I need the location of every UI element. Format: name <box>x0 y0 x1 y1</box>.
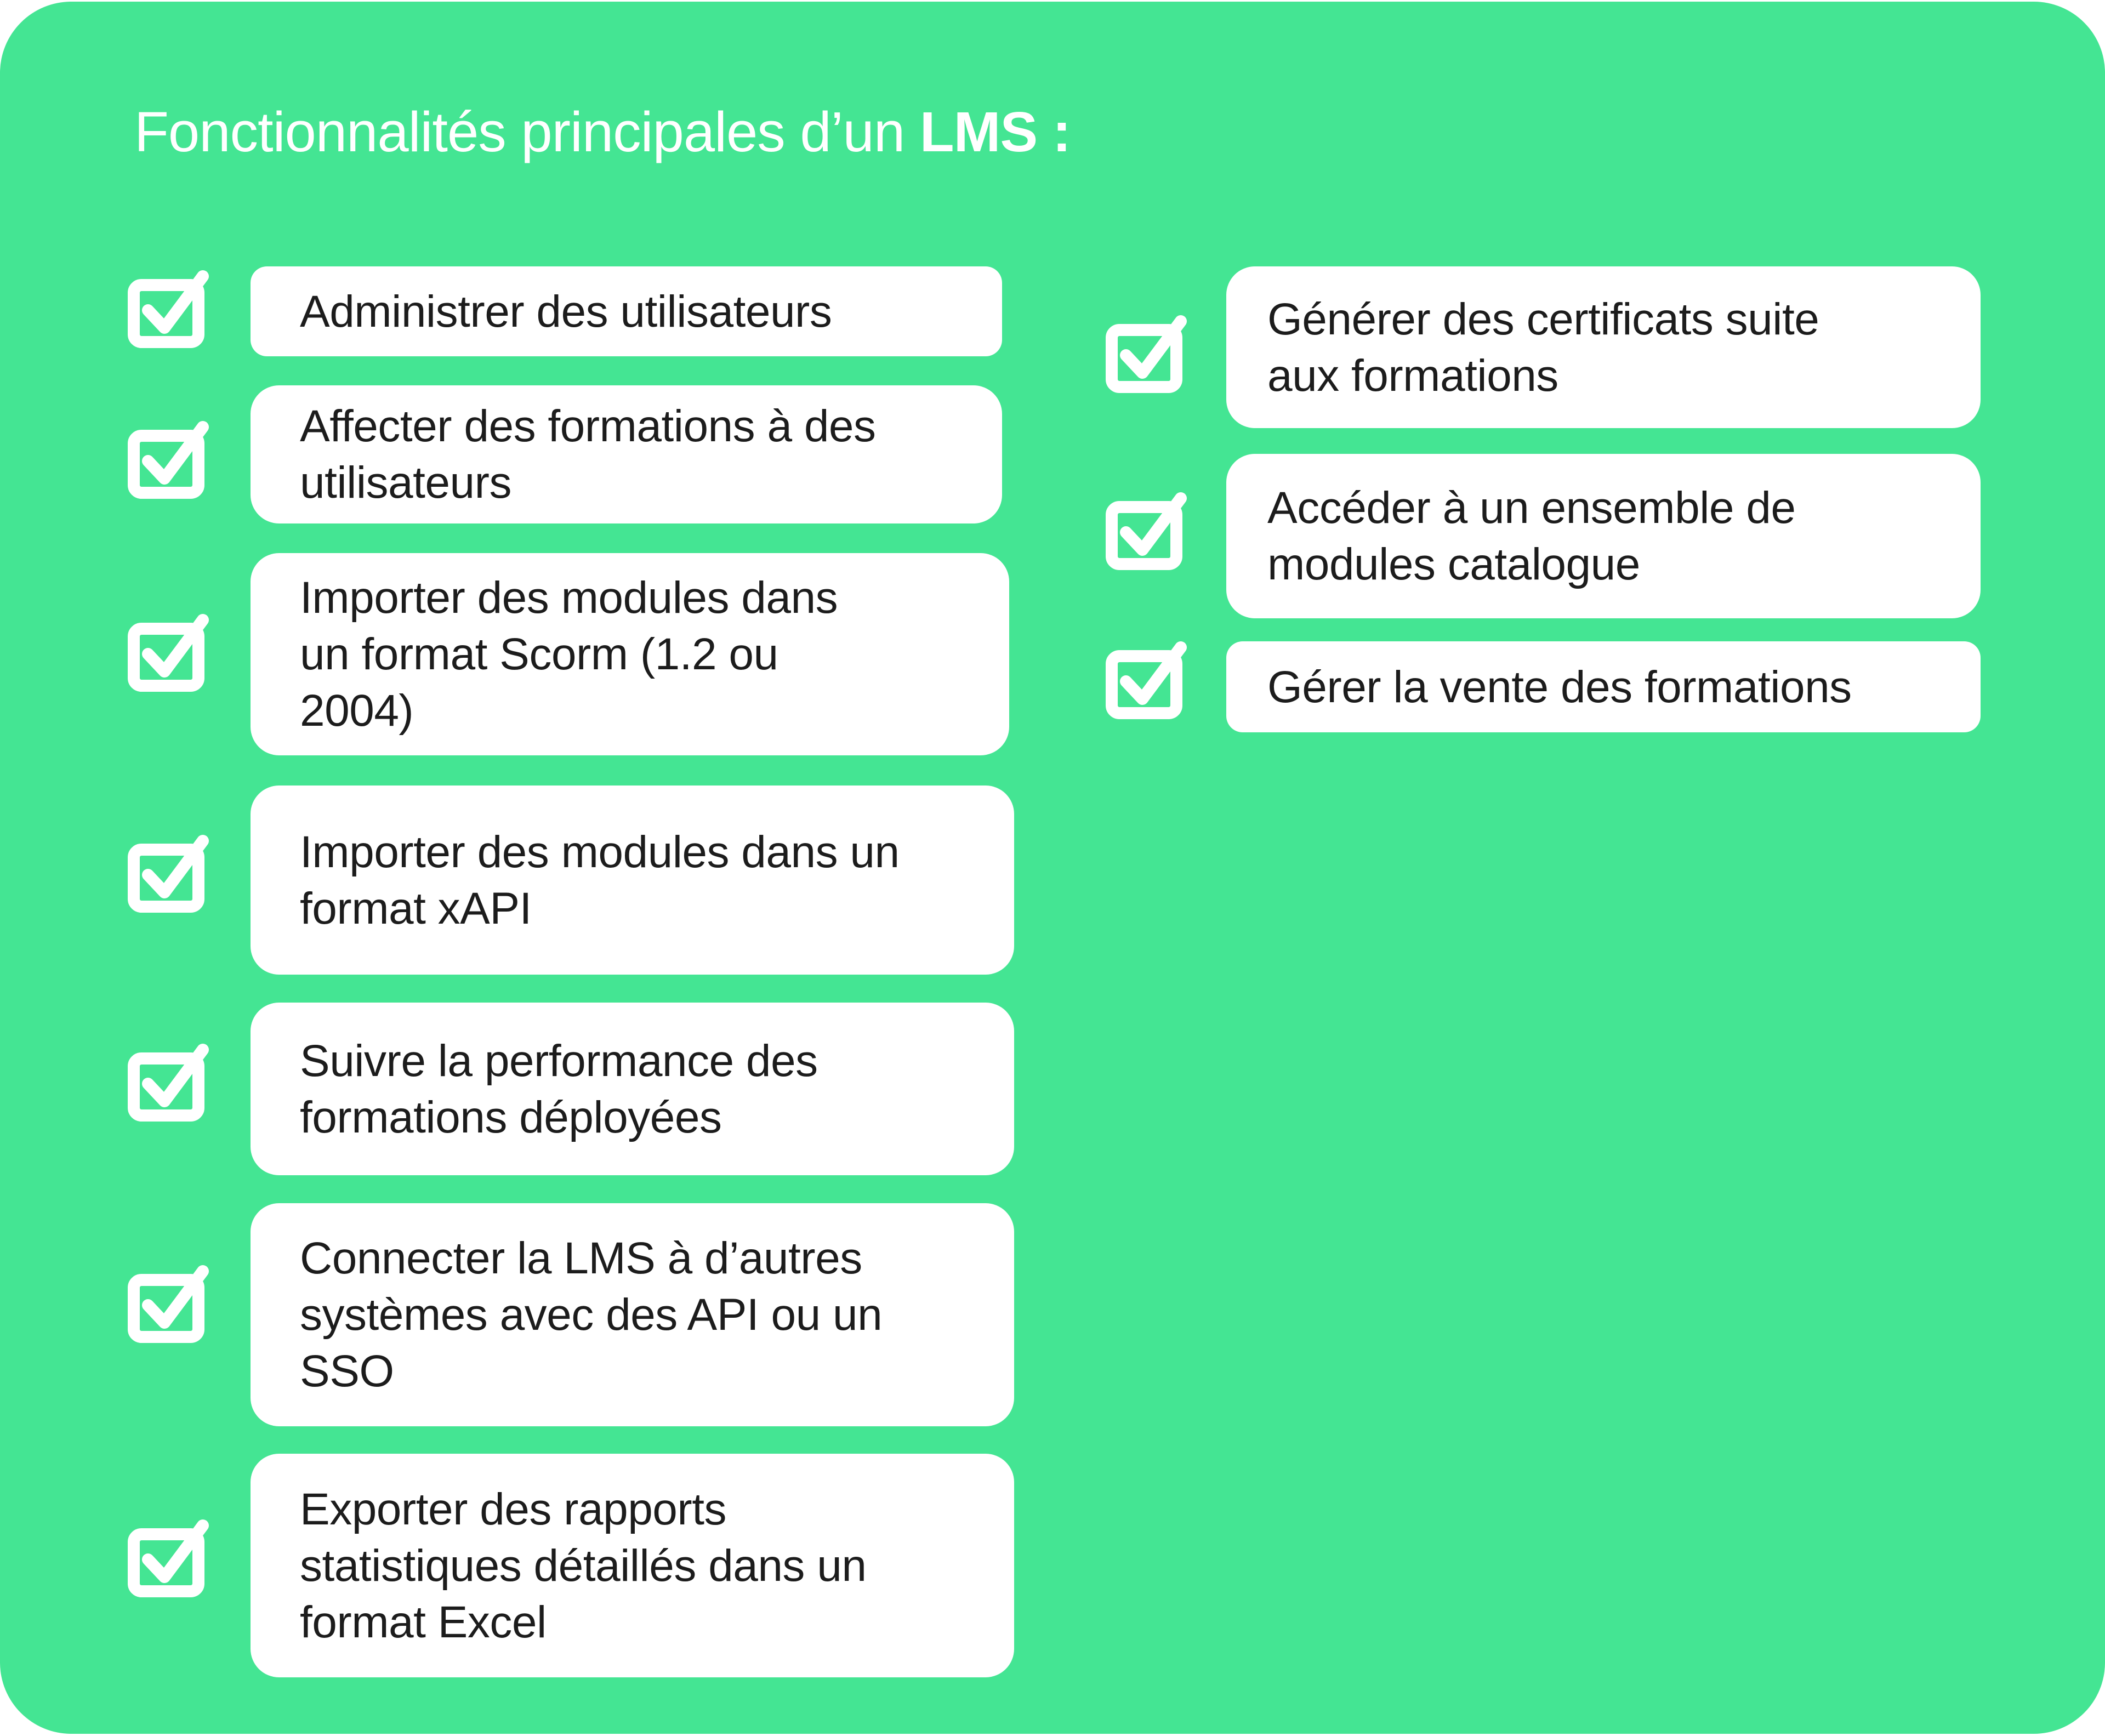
feature-text-line: Accéder à un ensemble de <box>1267 483 1796 533</box>
checkbox-checked-icon <box>127 610 209 692</box>
feature-text: Suivre la performance des formations dép… <box>300 1033 818 1146</box>
feature-text-line: Importer des modules dans un <box>300 827 900 877</box>
feature-card: Générer des certificats suite aux format… <box>1226 266 1981 428</box>
feature-text-line: SSO <box>300 1346 394 1396</box>
feature-text: Connecter la LMS à d’autres systèmes ave… <box>300 1230 883 1399</box>
checkbox-checked-icon <box>1105 311 1187 394</box>
feature-text-line: Suivre la performance des <box>300 1035 818 1086</box>
checkbox-checked-icon <box>127 417 209 499</box>
feature-text: Administrer des utilisateurs <box>300 283 832 340</box>
feature-text: Exporter des rapports statistiques détai… <box>300 1481 867 1650</box>
feature-text-line: format xAPI <box>300 883 532 934</box>
checkbox-checked-icon <box>127 1040 209 1122</box>
checkbox-checked-icon <box>1105 638 1187 720</box>
feature-text: Accéder à un ensemble de modules catalog… <box>1267 480 1796 593</box>
feature-card: Suivre la performance des formations dép… <box>251 1003 1014 1175</box>
feature-text-line: Affecter des formations à des <box>300 401 876 451</box>
feature-card: Importer des modules dans un format Scor… <box>251 553 1009 755</box>
feature-text-line: formations déployées <box>300 1092 722 1142</box>
feature-text-line: statistiques détaillés dans un <box>300 1540 867 1591</box>
checkbox-checked-icon <box>127 831 209 913</box>
feature-card: Importer des modules dans un format xAPI <box>251 786 1014 975</box>
feature-card: Accéder à un ensemble de modules catalog… <box>1226 454 1981 618</box>
feature-text: Gérer la vente des formations <box>1267 659 1852 715</box>
feature-text-line: 2004) <box>300 686 414 736</box>
title-bold: LMS : <box>919 100 1071 163</box>
feature-text-line: Importer des modules dans <box>300 573 838 623</box>
feature-text-line: Exporter des rapports <box>300 1484 727 1534</box>
checkbox-checked-icon <box>127 266 209 349</box>
feature-text-line: format Excel <box>300 1597 547 1647</box>
feature-text-line: modules catalogue <box>1267 539 1640 589</box>
checkbox-checked-icon <box>1105 488 1187 571</box>
feature-text-line: Administrer des utilisateurs <box>300 286 832 337</box>
feature-card: Affecter des formations à des utilisateu… <box>251 385 1002 523</box>
feature-card: Exporter des rapports statistiques détai… <box>251 1454 1014 1677</box>
feature-text-line: Générer des certificats suite <box>1267 294 1819 344</box>
checkbox-checked-icon <box>127 1261 209 1344</box>
feature-card: Gérer la vente des formations <box>1226 641 1981 732</box>
feature-text-line: aux formations <box>1267 350 1558 401</box>
feature-card: Connecter la LMS à d’autres systèmes ave… <box>251 1203 1014 1426</box>
feature-text-line: Connecter la LMS à d’autres <box>300 1233 862 1283</box>
page-title: Fonctionnalités principales d’un LMS : <box>134 99 1071 165</box>
feature-card: Administrer des utilisateurs <box>251 266 1002 356</box>
feature-text: Affecter des formations à des utilisateu… <box>300 398 876 511</box>
title-regular: Fonctionnalités principales d’un <box>134 100 920 163</box>
feature-text-line: Gérer la vente des formations <box>1267 662 1852 712</box>
feature-text: Générer des certificats suite aux format… <box>1267 291 1819 404</box>
feature-text-line: systèmes avec des API ou un <box>300 1290 883 1340</box>
feature-text-line: un format Scorm (1.2 ou <box>300 629 778 679</box>
feature-text: Importer des modules dans un format Scor… <box>300 570 838 739</box>
checkbox-checked-icon <box>127 1516 209 1598</box>
feature-text-line: utilisateurs <box>300 458 511 508</box>
feature-text: Importer des modules dans un format xAPI <box>300 824 900 937</box>
